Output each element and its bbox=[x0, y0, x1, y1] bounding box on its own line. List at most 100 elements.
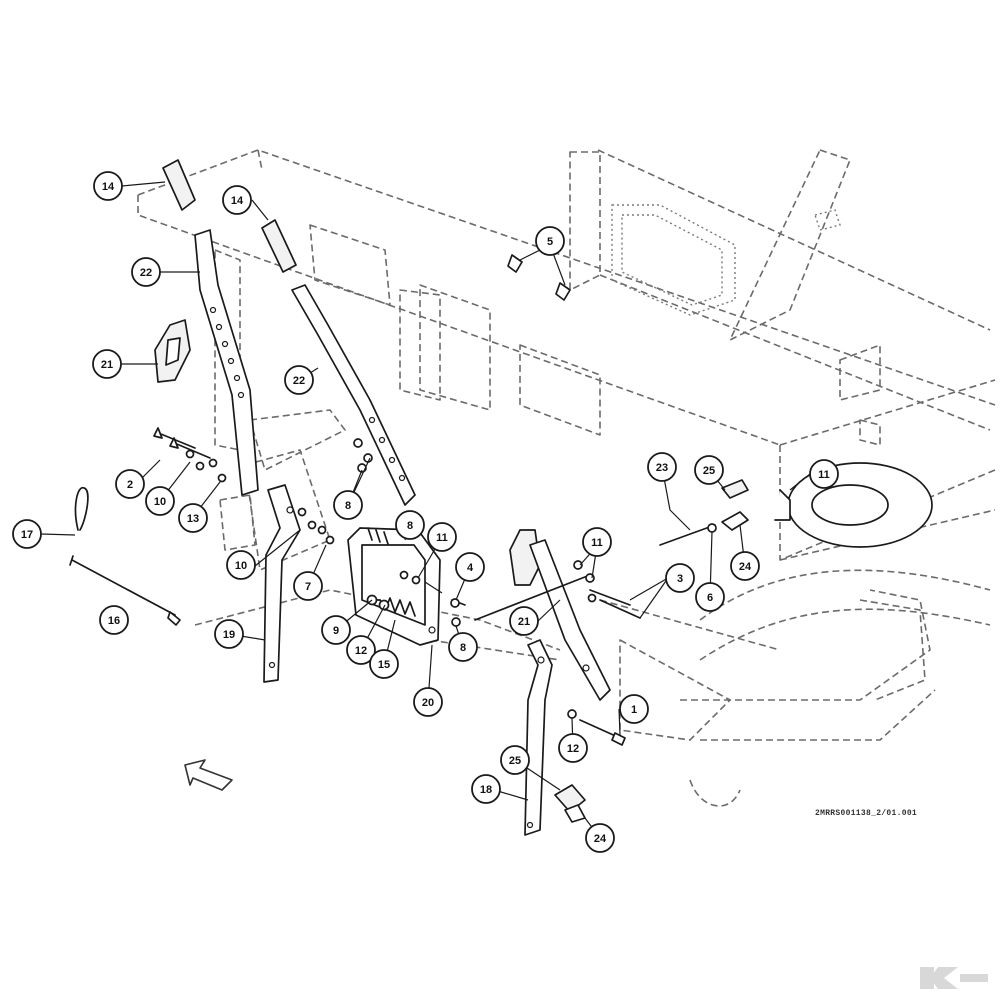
callout-13: 13 bbox=[178, 503, 208, 533]
svg-text:2: 2 bbox=[127, 479, 133, 491]
svg-text:4: 4 bbox=[467, 562, 474, 574]
pin-16 bbox=[69, 555, 181, 626]
callout-5: 5 bbox=[535, 226, 565, 256]
svg-text:21: 21 bbox=[101, 359, 113, 371]
callout-24a: 24 bbox=[730, 551, 760, 581]
callout-2: 2 bbox=[115, 469, 145, 499]
callout-25b: 25 bbox=[500, 745, 530, 775]
svg-text:21: 21 bbox=[518, 616, 530, 628]
svg-text:17: 17 bbox=[21, 529, 33, 541]
svg-text:24: 24 bbox=[739, 561, 752, 573]
svg-text:22: 22 bbox=[140, 267, 152, 279]
callout-25a: 25 bbox=[694, 455, 724, 485]
callout-12a: 12 bbox=[346, 635, 376, 665]
svg-text:13: 13 bbox=[187, 513, 199, 525]
nut-8-lower bbox=[451, 617, 461, 627]
callout-24b: 24 bbox=[585, 823, 615, 853]
lever-19 bbox=[263, 484, 301, 683]
callout-15: 15 bbox=[369, 649, 399, 679]
nuts-lever-19 bbox=[297, 507, 335, 545]
callouts: 14 14 22 22 21 21 5 2 10 10 13 17 16 19 … bbox=[12, 171, 839, 853]
bolts-5 bbox=[507, 254, 571, 301]
svg-text:11: 11 bbox=[591, 537, 603, 549]
callout-8c: 8 bbox=[448, 632, 478, 662]
callout-10a: 10 bbox=[145, 486, 175, 516]
svg-text:23: 23 bbox=[656, 462, 668, 474]
nuts-8-upper bbox=[353, 438, 373, 473]
svg-text:18: 18 bbox=[480, 784, 492, 796]
svg-text:11: 11 bbox=[436, 532, 448, 544]
svg-text:9: 9 bbox=[333, 625, 339, 637]
callout-9: 9 bbox=[321, 615, 351, 645]
round-cover-plate bbox=[774, 462, 933, 548]
svg-text:3: 3 bbox=[677, 573, 683, 585]
svg-text:5: 5 bbox=[547, 236, 553, 248]
svg-text:8: 8 bbox=[460, 642, 466, 654]
svg-text:10: 10 bbox=[235, 560, 247, 572]
callout-21a: 21 bbox=[92, 349, 122, 379]
callout-6: 6 bbox=[695, 582, 725, 612]
callout-17: 17 bbox=[12, 519, 42, 549]
pedal-pad-middle bbox=[261, 219, 297, 273]
callout-11b: 11 bbox=[582, 527, 612, 557]
rod-23 bbox=[659, 511, 749, 546]
svg-text:22: 22 bbox=[293, 375, 305, 387]
callout-8b: 8 bbox=[395, 510, 425, 540]
svg-text:16: 16 bbox=[108, 615, 120, 627]
callout-1: 1 bbox=[619, 694, 649, 724]
pedal-arm-22-middle bbox=[291, 284, 416, 506]
svg-text:25: 25 bbox=[509, 755, 521, 767]
callout-8a: 8 bbox=[333, 490, 363, 520]
pedal-arm-21-right bbox=[474, 539, 611, 701]
callout-7: 7 bbox=[293, 571, 323, 601]
svg-text:20: 20 bbox=[422, 697, 434, 709]
bolt-set-left bbox=[153, 427, 227, 483]
lever-18 bbox=[524, 639, 553, 836]
pedal-plate-21-left bbox=[154, 319, 191, 383]
svg-text:12: 12 bbox=[567, 743, 579, 755]
fitting-25-lower bbox=[554, 784, 586, 823]
callout-11a: 11 bbox=[427, 522, 457, 552]
callout-16: 16 bbox=[99, 605, 129, 635]
callout-11c: 11 bbox=[809, 459, 839, 489]
svg-text:1: 1 bbox=[631, 704, 637, 716]
pedal-pad-left bbox=[162, 159, 196, 211]
bolt-4 bbox=[450, 598, 466, 608]
svg-text:15: 15 bbox=[378, 659, 390, 671]
callout-10b: 10 bbox=[226, 550, 256, 580]
direction-arrow-icon bbox=[184, 759, 233, 791]
svg-text:10: 10 bbox=[154, 496, 166, 508]
callout-12b: 12 bbox=[558, 733, 588, 763]
callout-14a: 14 bbox=[93, 171, 123, 201]
callout-22b: 22 bbox=[284, 365, 314, 395]
svg-text:7: 7 bbox=[305, 581, 311, 593]
callout-4: 4 bbox=[455, 552, 485, 582]
bolt-1 bbox=[567, 709, 626, 746]
brand-logo bbox=[920, 967, 988, 989]
svg-text:6: 6 bbox=[707, 592, 713, 604]
fitting-25-upper bbox=[721, 479, 749, 499]
svg-text:24: 24 bbox=[594, 833, 607, 845]
svg-text:12: 12 bbox=[355, 645, 367, 657]
svg-text:19: 19 bbox=[223, 629, 235, 641]
callout-3: 3 bbox=[665, 563, 695, 593]
svg-text:11: 11 bbox=[818, 469, 830, 481]
svg-text:14: 14 bbox=[102, 181, 115, 193]
callout-21b: 21 bbox=[509, 606, 539, 636]
bolts-3 bbox=[573, 560, 641, 619]
callout-19: 19 bbox=[214, 619, 244, 649]
svg-text:25: 25 bbox=[703, 465, 715, 477]
svg-text:8: 8 bbox=[345, 500, 351, 512]
callout-14b: 14 bbox=[222, 185, 252, 215]
callout-18: 18 bbox=[471, 774, 501, 804]
callout-20: 20 bbox=[413, 687, 443, 717]
callout-23: 23 bbox=[647, 452, 677, 482]
bracket-20 bbox=[347, 527, 441, 646]
clip-17 bbox=[74, 487, 89, 531]
svg-text:8: 8 bbox=[407, 520, 413, 532]
pedal-arm-22-left bbox=[194, 229, 259, 496]
callout-22a: 22 bbox=[131, 257, 161, 287]
svg-text:14: 14 bbox=[231, 195, 244, 207]
